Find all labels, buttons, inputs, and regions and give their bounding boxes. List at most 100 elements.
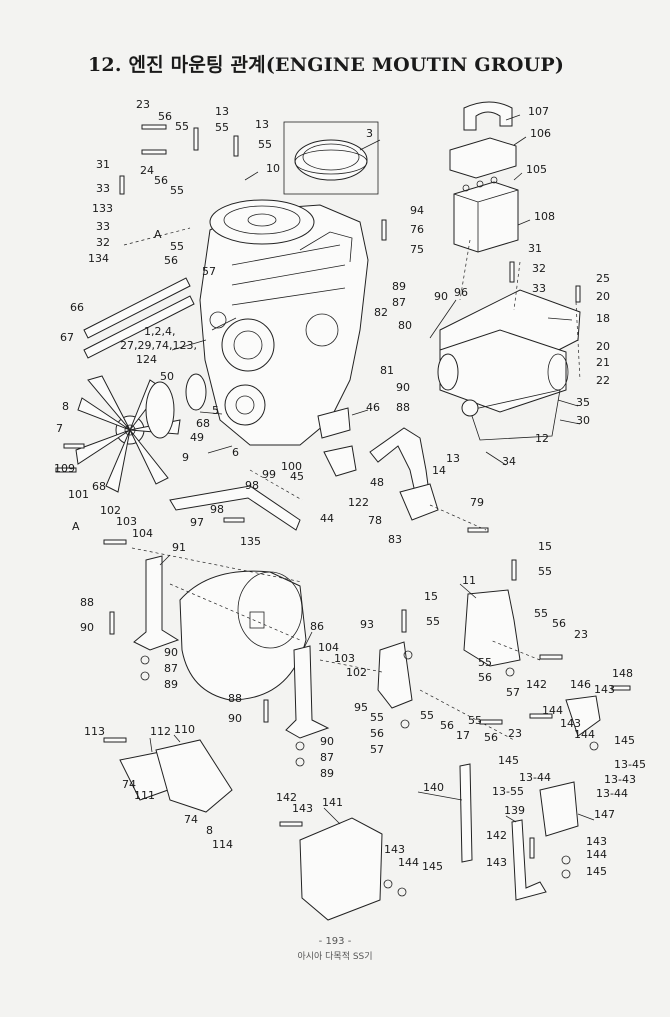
part-callout: 124 <box>136 353 157 366</box>
part-callout: 90 <box>164 646 178 659</box>
part-callout: 20 <box>596 290 610 303</box>
part-callout: 114 <box>212 838 233 851</box>
part-callout: 98 <box>245 479 259 492</box>
part-callout: 13 <box>446 452 460 465</box>
part-callout: 97 <box>190 516 204 529</box>
part-callout: 66 <box>70 301 84 314</box>
engine-assembly <box>199 199 369 446</box>
part-callout: 102 <box>346 666 367 679</box>
part-callout: 23 <box>508 727 522 740</box>
part-callout: 89 <box>164 678 178 691</box>
part-callout: 90 <box>434 290 448 303</box>
part-callout: 146 <box>570 678 591 691</box>
part-callout: 94 <box>410 204 424 217</box>
part-callout: 44 <box>320 512 334 525</box>
part-callout: 10 <box>266 162 280 175</box>
part-callout: 122 <box>348 496 369 509</box>
part-callout: 68 <box>92 480 106 493</box>
part-callout: 56 <box>164 254 178 267</box>
part-callout: 98 <box>210 503 224 516</box>
air-cleaner-element <box>283 121 379 195</box>
part-callout: 96 <box>454 286 468 299</box>
battery-group <box>449 101 519 253</box>
part-callout: 32 <box>96 236 110 249</box>
part-callout: 46 <box>366 401 380 414</box>
part-callout: 55 <box>175 120 189 133</box>
part-callout: 140 <box>423 781 444 794</box>
page-title: 12. 엔진 마운팅 관계(ENGINE MOUTIN GROUP) <box>88 54 565 76</box>
part-callout: 15 <box>538 540 552 553</box>
part-callout: 86 <box>310 620 324 633</box>
part-callout: 33 <box>96 182 110 195</box>
part-callout: 55 <box>478 656 492 669</box>
part-callout: 142 <box>526 678 547 691</box>
part-callout: 1,2,4, <box>144 325 176 338</box>
part-callout: 90 <box>228 712 242 725</box>
part-callout: 144 <box>542 704 563 717</box>
part-callout: 3 <box>366 127 373 140</box>
part-callout: 5 <box>212 404 219 417</box>
part-callout: 56 <box>552 617 566 630</box>
part-callout: 55 <box>420 709 434 722</box>
part-callout: 112 <box>150 725 171 738</box>
part-callout: 57 <box>370 743 384 756</box>
part-callout: 143 <box>486 856 507 869</box>
part-callout: 110 <box>174 723 195 736</box>
part-callout: 113 <box>84 725 105 738</box>
part-callout: 143 <box>292 802 313 815</box>
part-callout: 56 <box>484 731 498 744</box>
part-callout: 145 <box>614 734 635 747</box>
part-callout: 83 <box>388 533 402 546</box>
part-callout: 143 <box>560 717 581 730</box>
part-callout: 22 <box>596 374 610 387</box>
part-callout: 141 <box>322 796 343 809</box>
part-callout: 56 <box>370 727 384 740</box>
page-number: - 193 - <box>318 936 352 947</box>
part-callout: 133 <box>92 202 113 215</box>
part-callout: 13-44 <box>596 787 628 800</box>
part-callout: 24 <box>140 164 154 177</box>
part-callout: 144 <box>586 848 607 861</box>
part-callout: 55 <box>538 565 552 578</box>
part-callout: 87 <box>164 662 178 675</box>
part-callout: 111 <box>134 789 155 802</box>
part-callout: 50 <box>160 370 174 383</box>
part-callout: 109 <box>54 462 75 475</box>
part-callout: 27,29,74,123, <box>120 339 197 352</box>
part-callout: 101 <box>68 488 89 501</box>
part-callout: 106 <box>530 127 551 140</box>
exhaust-pipe <box>317 407 439 521</box>
part-callout: 56 <box>478 671 492 684</box>
part-callout: 55 <box>370 711 384 724</box>
hoses <box>83 277 195 359</box>
part-callout: 82 <box>374 306 388 319</box>
part-callout: 80 <box>398 319 412 332</box>
part-callout: 34 <box>502 455 516 468</box>
assembly-lines <box>123 227 581 741</box>
part-callout: 74 <box>122 778 136 791</box>
part-callout: 142 <box>276 791 297 804</box>
part-callout: 95 <box>354 701 368 714</box>
part-callout: 20 <box>596 340 610 353</box>
part-callout: 144 <box>398 856 419 869</box>
part-callout: 13 <box>215 105 229 118</box>
part-callout: 21 <box>596 356 610 369</box>
part-callout: 55 <box>258 138 272 151</box>
part-callout: 25 <box>596 272 610 285</box>
part-callout: 78 <box>368 514 382 527</box>
part-callout: 143 <box>384 843 405 856</box>
part-callout: 103 <box>334 652 355 665</box>
part-callout: 88 <box>228 692 242 705</box>
part-callout: 33 <box>96 220 110 233</box>
part-callout: 147 <box>594 808 615 821</box>
part-callout: 104 <box>132 527 153 540</box>
part-callout: 56 <box>158 110 172 123</box>
part-callout: 35 <box>576 396 590 409</box>
part-callout: 13-43 <box>604 773 636 786</box>
part-callout: 135 <box>240 535 261 548</box>
part-callout: 88 <box>80 596 94 609</box>
part-callout: A <box>72 520 80 533</box>
mount-bracket-135 <box>169 485 301 531</box>
leader-lines <box>149 114 595 825</box>
